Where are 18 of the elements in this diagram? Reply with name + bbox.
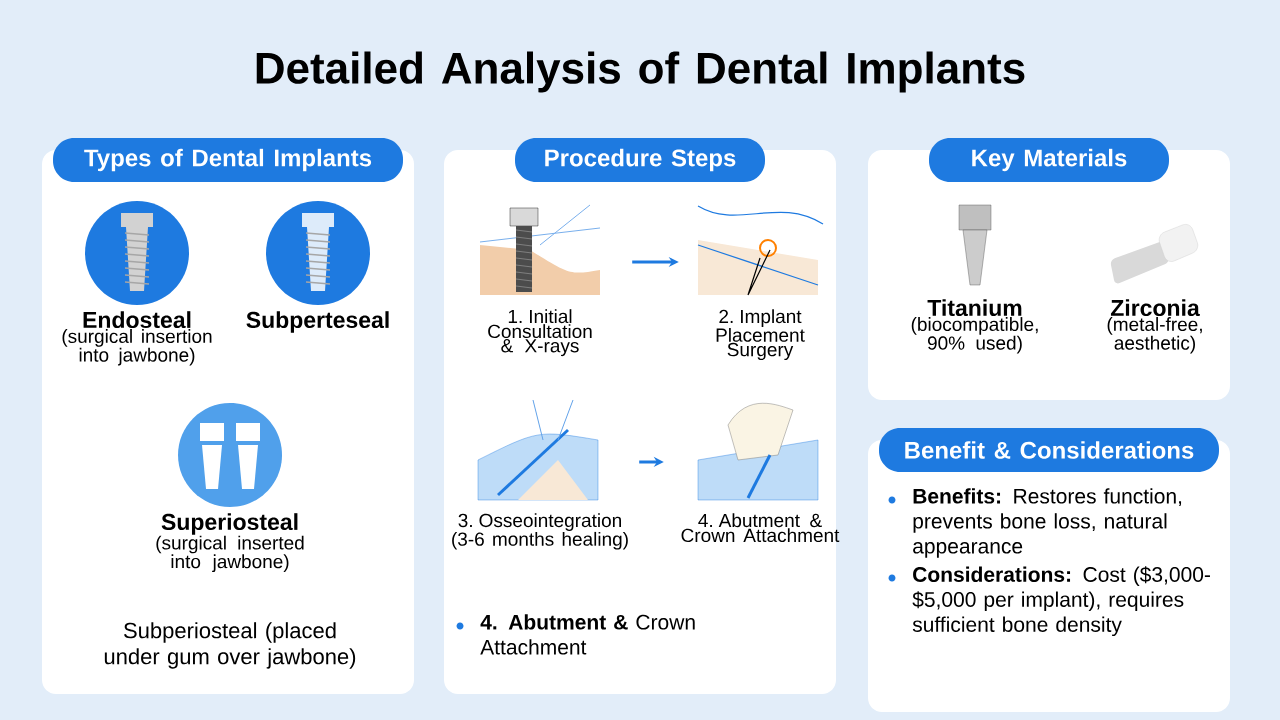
material-item: Titanium (biocompatible, 90% used) bbox=[911, 299, 1038, 354]
step-item: 1. Initial Consultation & X-rays bbox=[488, 309, 592, 357]
step-item: 2. Implant Placement Surgery bbox=[716, 309, 805, 361]
panel-heading: Key Materials bbox=[929, 138, 1169, 182]
material-item: Zirconia (metal-free, aesthetic) bbox=[1107, 299, 1202, 354]
title: Detailed Analysis of Dental Implants bbox=[256, 51, 1025, 93]
step-item: 4. Abutment & Crown Attachment bbox=[681, 513, 840, 543]
panel-heading: Procedure Steps bbox=[515, 138, 765, 182]
implant-type: Subperteseal bbox=[246, 311, 389, 333]
bullet-item: Benefits: Restores function, prevents bone loss, natural appearance bbox=[888, 488, 1182, 558]
note-text: Subperiosteal (placed under gum over jawbone) bbox=[104, 622, 356, 669]
panel-heading: Types of Dental Implants bbox=[53, 138, 403, 182]
implant-type: Superiosteal (surgical inserted into jawbone) bbox=[156, 513, 304, 573]
bullet-item: 4. Abutment & Crown Attachment bbox=[456, 614, 695, 655]
bullet-item: Considerations: Cost ($3,000-$5,000 per implant), requires sufficient bone density bbox=[888, 566, 1210, 637]
step-item: 3. Osseointegration (3-6 months healing) bbox=[452, 513, 628, 550]
panel-heading: Benefit & Considerations bbox=[879, 428, 1219, 472]
implant-type: Endosteal (surgical insertion into jawbone) bbox=[62, 311, 212, 366]
